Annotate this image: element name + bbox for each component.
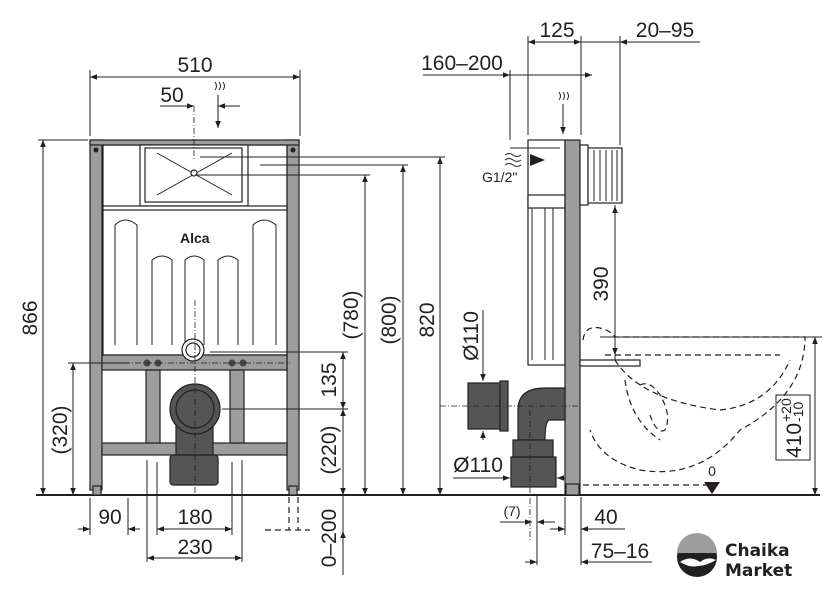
dim-820: 820 — [416, 302, 439, 337]
dim-foot-adjust: 0–200 — [318, 509, 341, 567]
seat-tol-minus: -10 — [790, 402, 806, 422]
dim-depth: 125 — [539, 19, 574, 42]
dim-bolt-spacing-outer: 230 — [177, 536, 212, 559]
label-floor-level: 0 — [708, 463, 716, 479]
dim-pipe-diameter-bottom: Ø110 — [453, 454, 503, 477]
label-inlet-thread: G1/2" — [482, 169, 517, 185]
brand-logo-alca: Alca — [180, 230, 210, 246]
dim-inlet-range: 160–200 — [421, 52, 503, 75]
logo-line1: Chaika — [725, 541, 790, 561]
dim-seat-height: 410 +20 -10 — [778, 398, 806, 458]
dim-width: 510 — [177, 54, 212, 77]
front-view-dimensions — [38, 70, 445, 575]
dim-frame-depth: 40 — [594, 506, 617, 529]
dim-adjust-range: 20–95 — [636, 19, 694, 42]
dim-bolt-height: (320) — [49, 405, 72, 454]
side-view-frame — [440, 139, 806, 540]
chaika-market-logo: Chaika Market — [677, 533, 792, 581]
dim-offset-7: (7) — [503, 503, 520, 519]
seat-tol-plus: +20 — [778, 398, 794, 422]
side-view-dimensions — [423, 36, 822, 565]
dim-side-bolt-height: 390 — [590, 266, 613, 301]
dim-drain-offset: 135 — [318, 362, 341, 397]
dim-flush-offset: 50 — [160, 84, 183, 107]
seat-height-value: 410 — [783, 423, 806, 458]
dim-780: (780) — [340, 290, 363, 339]
dim-wall-range: 75–16 — [591, 540, 649, 563]
dim-800: (800) — [378, 295, 401, 344]
dim-foot-width: 90 — [98, 506, 121, 529]
logo-line2: Market — [725, 561, 792, 581]
dim-total-height: 866 — [19, 300, 42, 335]
dim-bolt-spacing: 180 — [177, 506, 212, 529]
front-view-frame — [80, 139, 300, 496]
dim-pipe-diameter-top: Ø110 — [460, 311, 483, 361]
dim-drain-height: (220) — [318, 425, 341, 474]
